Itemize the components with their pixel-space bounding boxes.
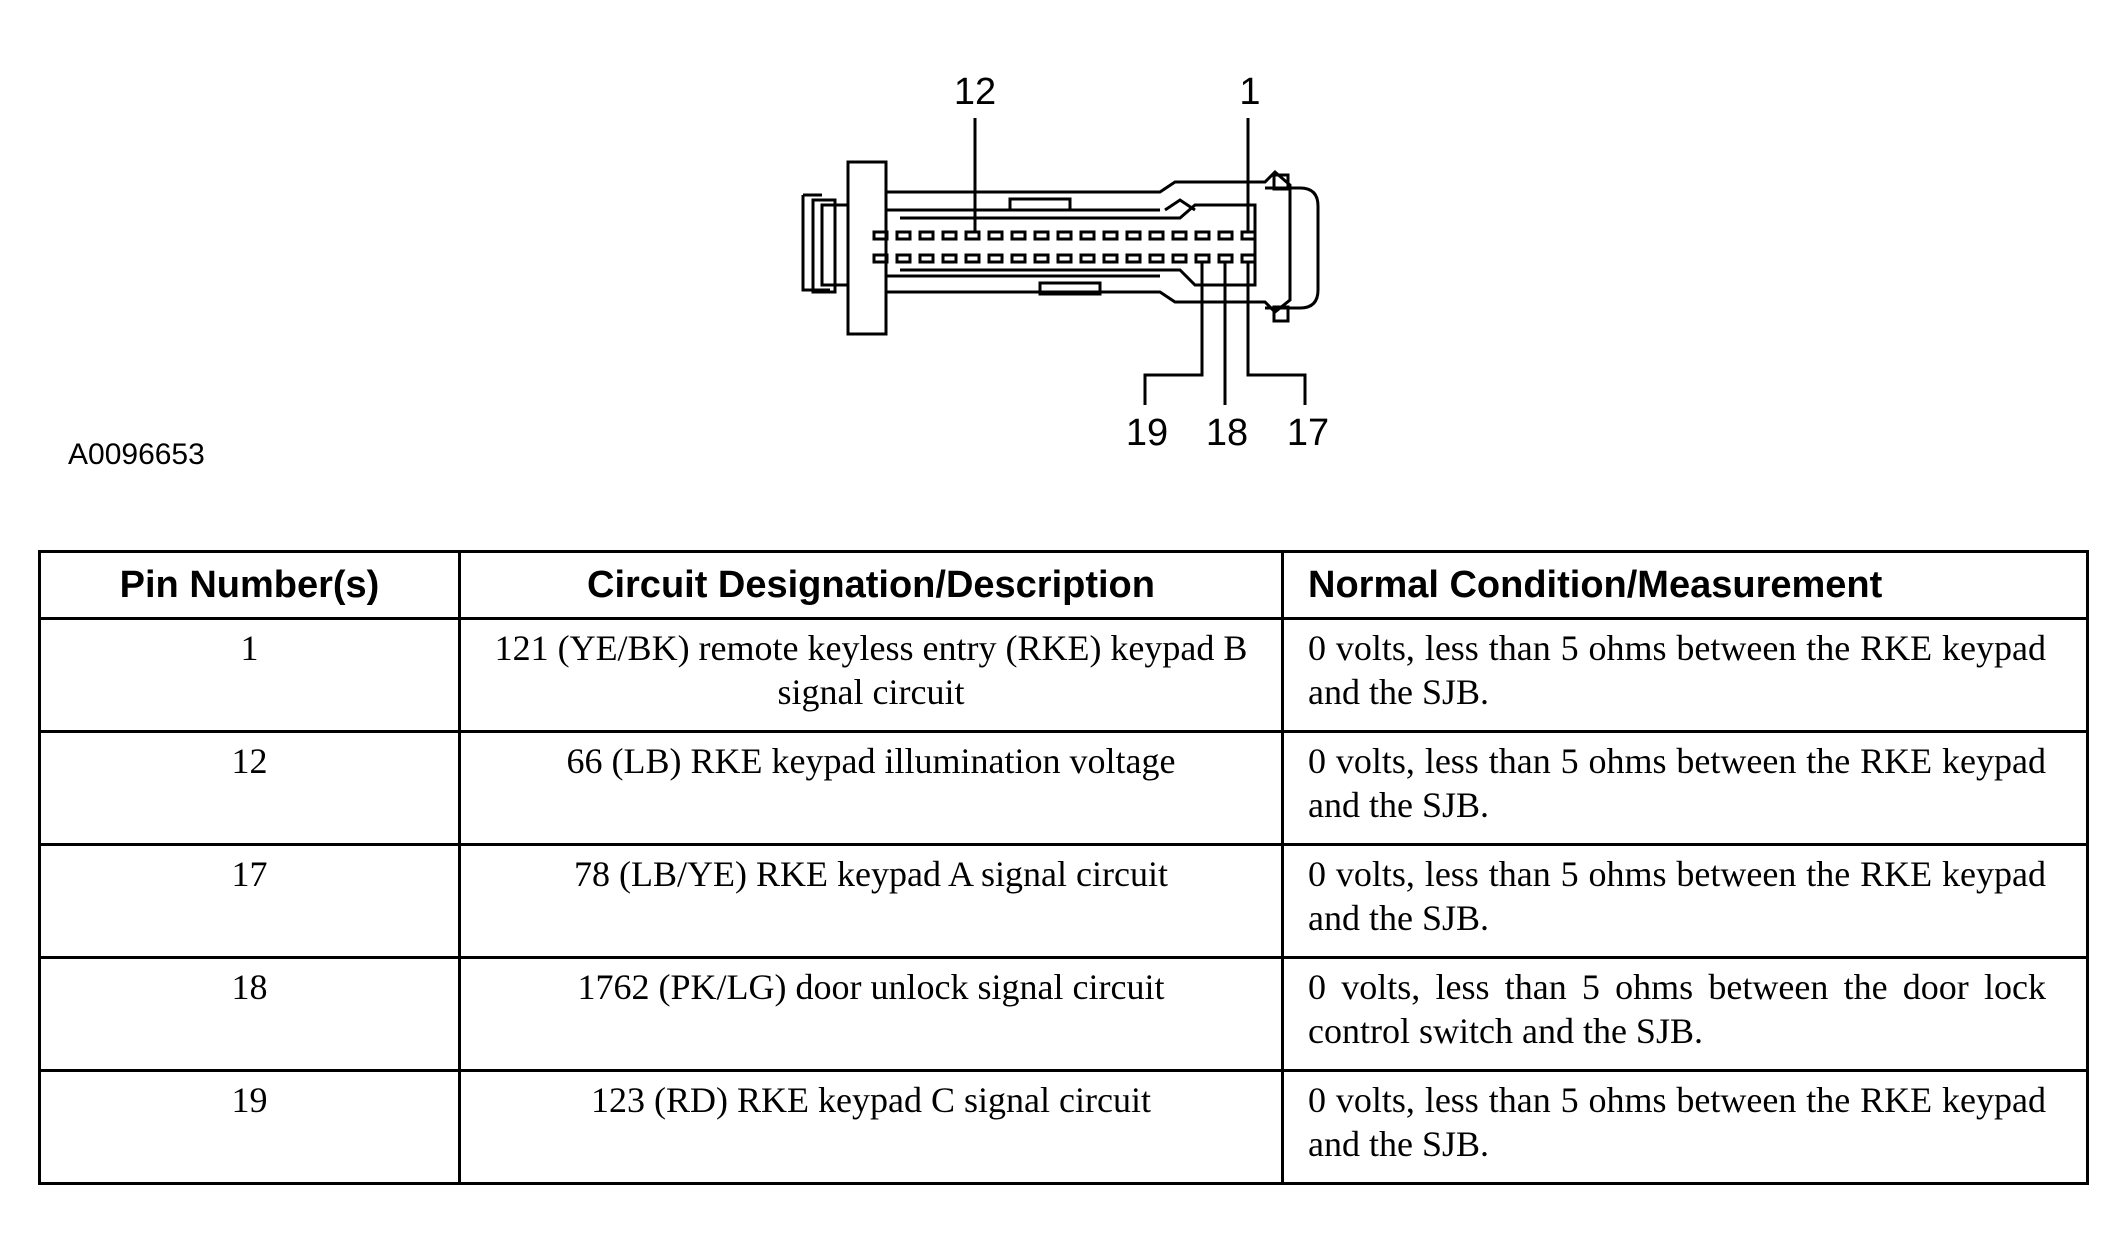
- condition-cell: 0 volts, less than 5 ohms between the do…: [1281, 956, 2089, 1072]
- table-row: 19 123 (RD) RKE keypad C signal circuit …: [38, 1069, 2089, 1185]
- pin-cell: 19: [38, 1069, 461, 1185]
- callout-pin-19: 19: [1126, 412, 1168, 454]
- connector-nose: [1265, 186, 1320, 310]
- table-row: 18 1762 (PK/LG) door unlock signal circu…: [38, 956, 2089, 1072]
- circuit-cell: 121 (YE/BK) remote keyless entry (RKE) k…: [458, 617, 1284, 733]
- condition-cell: 0 volts, less than 5 ohms between the RK…: [1281, 730, 2089, 846]
- connector-left-tab: [811, 198, 837, 294]
- callout-pin-1: 1: [1239, 71, 1260, 113]
- leader-pin-19: [1143, 262, 1204, 405]
- pin-row-lower: [872, 253, 1257, 264]
- connector-flange: [846, 160, 888, 336]
- circuit-cell: 1762 (PK/LG) door unlock signal circuit: [458, 956, 1284, 1072]
- callout-pin-17: 17: [1287, 412, 1329, 454]
- figure-id: A0096653: [68, 438, 205, 471]
- condition-cell: 0 volts, less than 5 ohms between the RK…: [1281, 617, 2089, 733]
- circuit-cell: 66 (LB) RKE keypad illumination voltage: [458, 730, 1284, 846]
- callout-pin-18: 18: [1206, 412, 1248, 454]
- circuit-cell: 123 (RD) RKE keypad C signal circuit: [458, 1069, 1284, 1185]
- pin-cell: 12: [38, 730, 461, 846]
- header-pin-number: Pin Number(s): [38, 550, 461, 620]
- leader-pin-17: [1246, 262, 1307, 405]
- circuit-cell: 78 (LB/YE) RKE keypad A signal circuit: [458, 843, 1284, 959]
- header-circuit: Circuit Designation/Description: [458, 550, 1284, 620]
- table-row: 12 66 (LB) RKE keypad illumination volta…: [38, 730, 2089, 846]
- table-row: 1 121 (YE/BK) remote keyless entry (RKE)…: [38, 617, 2089, 733]
- pin-cell: 18: [38, 956, 461, 1072]
- connector-left-latch: [801, 195, 830, 292]
- connector-diagram: 12 1 19 18 17: [801, 71, 1329, 454]
- condition-cell: 0 volts, less than 5 ohms between the RK…: [1281, 843, 2089, 959]
- table-row: 17 78 (LB/YE) RKE keypad A signal circui…: [38, 843, 2089, 959]
- pin-cell: 17: [38, 843, 461, 959]
- header-condition: Normal Condition/Measurement: [1281, 550, 2089, 620]
- pin-cell: 1: [38, 617, 461, 733]
- pin-table: Pin Number(s) Circuit Designation/Descri…: [38, 550, 2089, 1185]
- condition-cell: 0 volts, less than 5 ohms between the RK…: [1281, 1069, 2089, 1185]
- connector-body: [884, 169, 1292, 315]
- pin-row-upper: [872, 230, 1257, 241]
- callout-pin-12: 12: [954, 71, 996, 113]
- table-header-row: Pin Number(s) Circuit Designation/Descri…: [38, 550, 2089, 620]
